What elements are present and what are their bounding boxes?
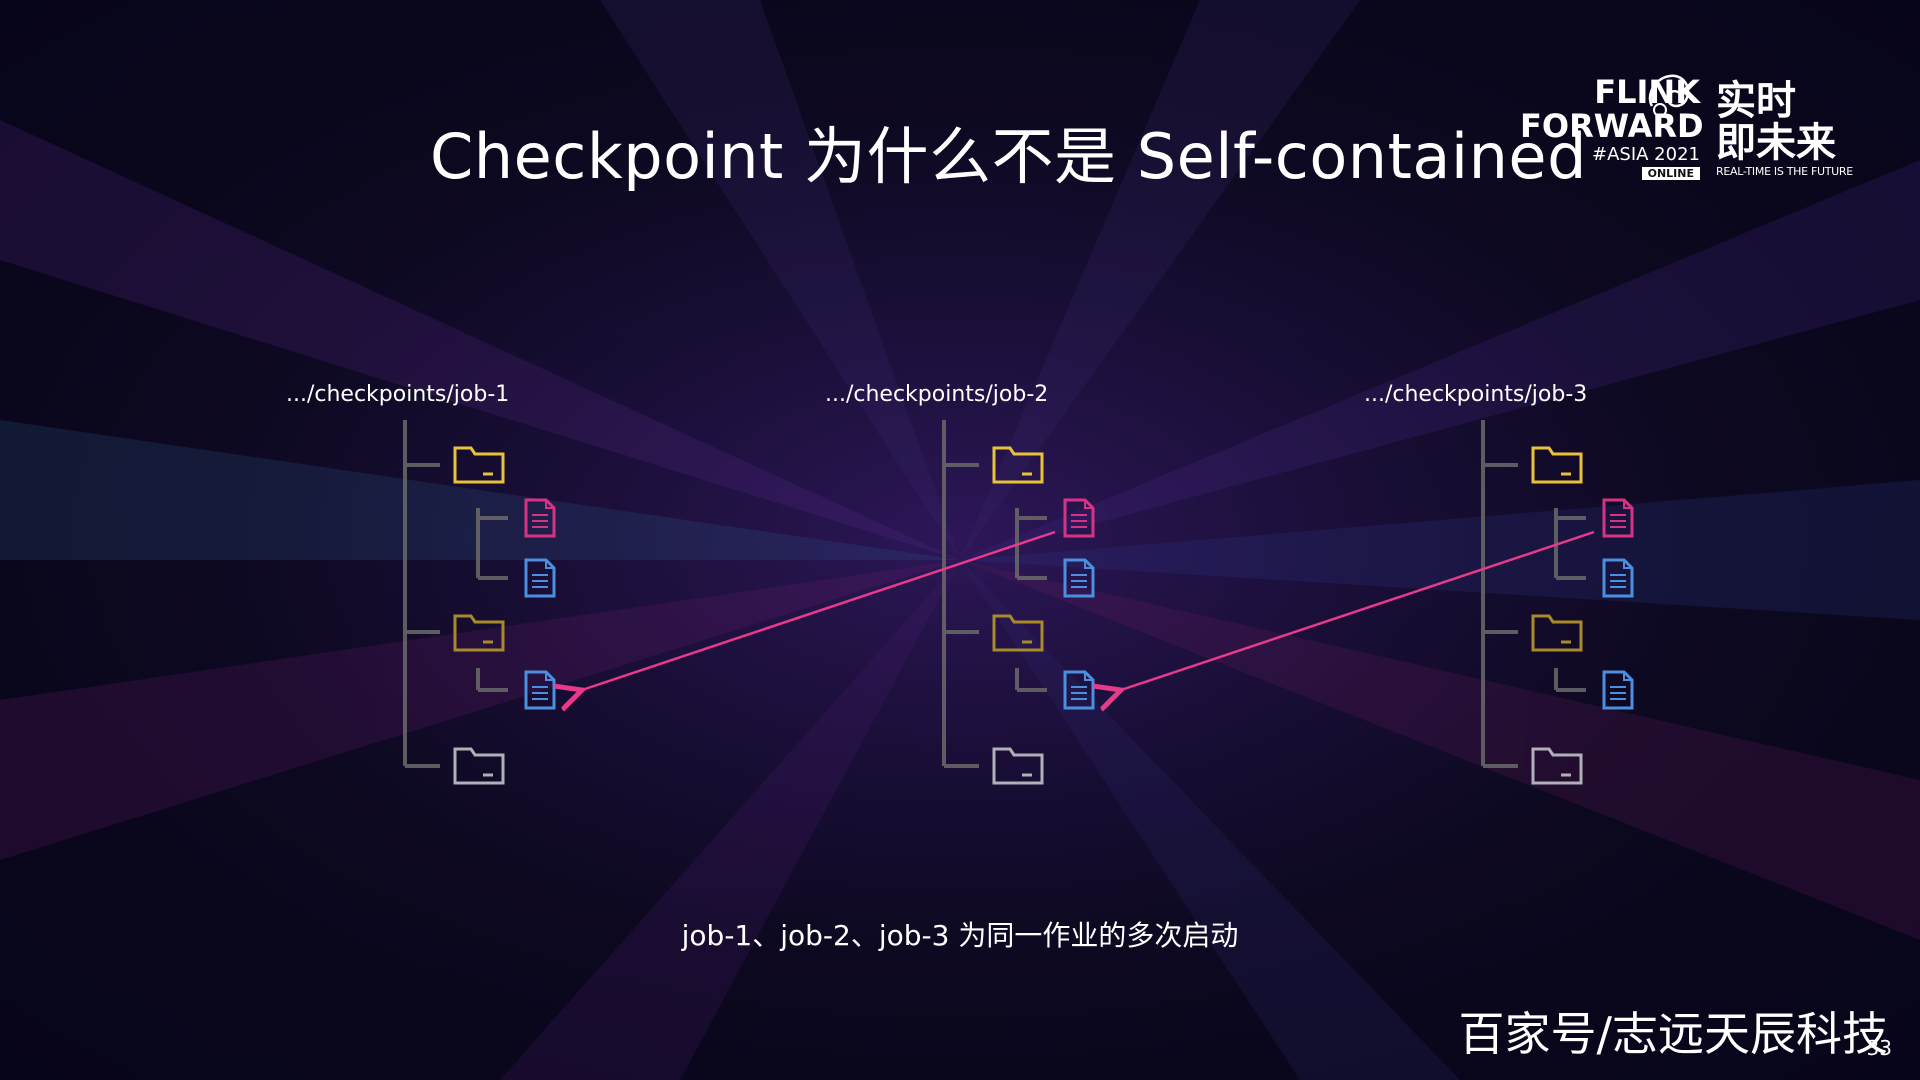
folder-icon (453, 614, 505, 652)
folder-icon (992, 747, 1044, 785)
folder-icon (453, 747, 505, 785)
file-icon (524, 498, 556, 538)
reference-arrow-job2-to-job1 (582, 530, 1056, 690)
folder-icon (1531, 446, 1583, 484)
tree-lines-job-2 (942, 420, 1047, 768)
logo-event: #ASIA 2021 (1520, 146, 1700, 164)
file-icon (524, 558, 556, 598)
logo-line1: FLINK (1594, 73, 1700, 111)
slide-title: Checkpoint 为什么不是 Self-contained (430, 120, 1587, 193)
folder-icon (992, 446, 1044, 484)
logo-cn-line2: 即未来 (1716, 120, 1836, 166)
flink-forward-logo: FLINK FORWARD #ASIA 2021 ONLINE (1520, 73, 1704, 180)
tree-job-3 (1481, 420, 1634, 785)
file-icon (1602, 670, 1634, 710)
tree-lines-job-3 (1481, 420, 1586, 768)
logo-line2: FORWARD (1520, 107, 1704, 145)
tree-job-2 (942, 420, 1095, 785)
watermark: 百家号/志远天辰科技 (1458, 1007, 1889, 1061)
logo-hash: # (1592, 144, 1608, 165)
folder-icon (453, 446, 505, 484)
tree-label-job-1: .../checkpoints/job-1 (286, 382, 510, 407)
folder-icon (1531, 747, 1583, 785)
logo-online-badge: ONLINE (1641, 167, 1700, 180)
tree-label-job-2: .../checkpoints/job-2 (825, 382, 1049, 407)
tree-job-1 (403, 420, 556, 785)
logo-tagline: REAL-TIME IS THE FUTURE (1716, 165, 1853, 178)
file-icon (1063, 558, 1095, 598)
tree-label-job-3: .../checkpoints/job-3 (1364, 382, 1588, 407)
realtime-future-logo: 实时 即未来 REAL-TIME IS THE FUTURE (1716, 80, 1853, 178)
folder-icon (992, 614, 1044, 652)
reference-arrow-job3-to-job2 (1121, 530, 1595, 690)
folder-icon (1531, 614, 1583, 652)
file-icon (1602, 558, 1634, 598)
file-icon (524, 670, 556, 710)
file-icon (1063, 498, 1095, 538)
tree-lines-job-1 (403, 420, 508, 768)
slide-caption: job-1、job-2、job-3 为同一作业的多次启动 (681, 919, 1239, 952)
logo-event-text: ASIA 2021 (1607, 144, 1700, 165)
page-number: 33 (1866, 1036, 1892, 1060)
file-icon (1602, 498, 1634, 538)
squirrel-icon (1648, 74, 1690, 117)
file-icon (1063, 670, 1095, 710)
logo-cn-line1: 实时 (1716, 78, 1796, 124)
